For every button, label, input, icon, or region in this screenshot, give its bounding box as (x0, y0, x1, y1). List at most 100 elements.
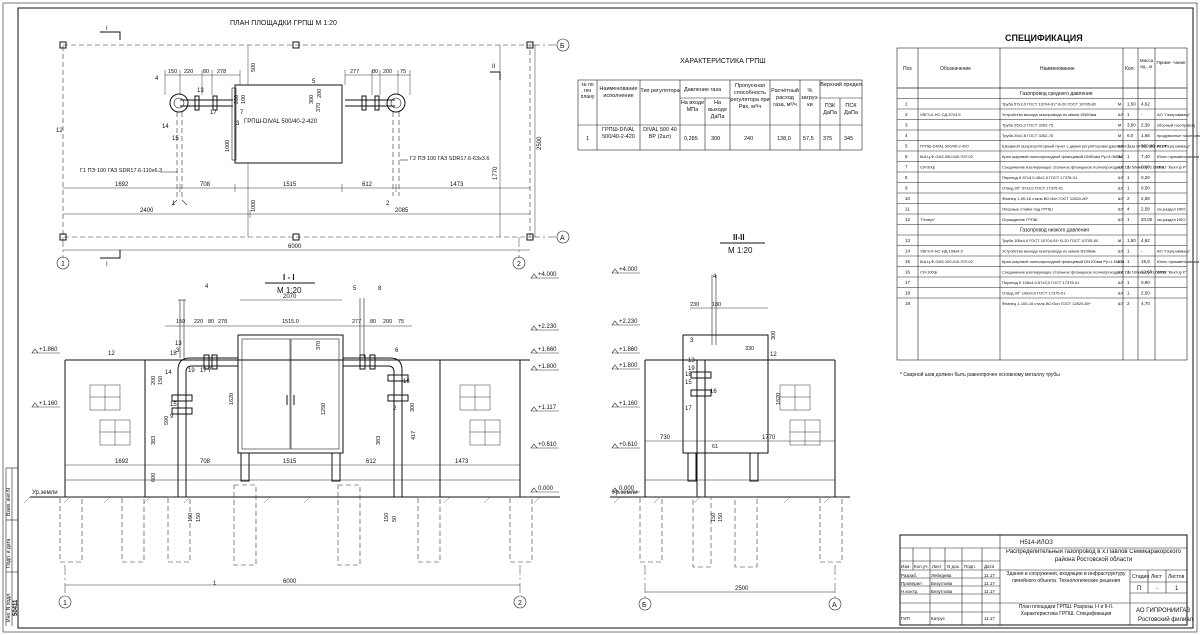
spec-cell: шт (1118, 217, 1124, 222)
plan-marker-7: 7 (240, 110, 244, 116)
spec-cell: Труба 25х3,2 ГОСТ 3262-75 (1002, 123, 1054, 128)
sec1-dim-v8: 600 (151, 473, 157, 482)
spec-cell: Кран шаровой полнопроходной фланцевый DN… (1002, 154, 1123, 159)
plan-dim-b2: 708 (200, 182, 211, 188)
spec-h-qty: Кол. (1125, 66, 1135, 72)
spec-cell: 15 (905, 259, 911, 264)
plan-dim-t4: 278 (217, 69, 226, 75)
sec2-dim-t4: 330 (745, 346, 754, 352)
spec-cell: КШ.Ц.Ф.GAS.100.016.П/П.02 (920, 259, 974, 264)
sec1-dim-v3: 370 (316, 341, 322, 350)
level-mark (530, 406, 538, 412)
spec-cell: шт (1118, 186, 1124, 191)
spec-cell: 16 (905, 270, 911, 275)
section-1: I - I М 1:20 Ур.земли (23, 272, 560, 609)
spec-cell: 2 (1127, 301, 1130, 306)
stamp-h-3: N док. (947, 564, 960, 569)
spec-cell: см.раздел ИЛО (1157, 217, 1186, 222)
spec-cell: 2 (905, 112, 908, 117)
sec1-axis-1: 1 (63, 600, 67, 607)
spec-cell: - (1141, 249, 1143, 254)
sec1-marker: 14 (165, 370, 172, 376)
sec2-dim-b2: 1770 (762, 435, 776, 441)
spec-cell: Труба 20х2,8 ГОСТ 3262-75 (1002, 133, 1054, 138)
sec1-dim-t7: 80 (370, 319, 376, 325)
spec-cell: шт (1118, 249, 1124, 254)
spec-cell: 18 (905, 291, 911, 296)
stamp-sheets-h: Листов (1168, 574, 1185, 580)
spec-cell: 9 (905, 186, 908, 191)
char-title: ХАРАКТЕРИСТИКА ГРПШ (680, 58, 766, 65)
plan-section-i-bottom: I (106, 262, 108, 268)
drawing-frame (17, 7, 1194, 629)
sec2-marker: 15 (685, 380, 692, 386)
level-mark (31, 348, 39, 354)
plan-dim-v8: 100 (241, 95, 247, 104)
level-mark (611, 348, 619, 354)
spec-cell: м (1118, 133, 1121, 138)
sec2-axis-b: Б (642, 602, 647, 609)
spec-cell: 2,39 (1141, 123, 1150, 128)
stamp-sheet-title: План площадки ГРПШ. Разрезы I-I и II-II.… (1018, 604, 1114, 617)
plan-dim-t3: 80 (203, 69, 209, 75)
sec2-marker: 17 (685, 406, 692, 412)
spec-cell: ООО "Вектор Р" (1157, 165, 1188, 170)
char-r-psk: 345 (844, 136, 853, 142)
plan-section-i-top: I (106, 26, 108, 32)
spec-cell: Фланец 1-100-16 сталь ВСт3сп ГОСТ 12820-… (1002, 301, 1091, 306)
sec2-marker: 18 (685, 372, 692, 378)
char-r-num: 1 (586, 136, 589, 142)
stamp-h-2: Лист (932, 564, 942, 569)
stamp-sheet-h: Лист (1151, 574, 1163, 580)
spec-cell: 3,00 (1127, 123, 1136, 128)
sec2-dim-t1: 230 (690, 302, 699, 308)
spec-cell: 1,50 (1127, 102, 1136, 107)
spec-cell: м (1118, 123, 1121, 128)
spec-cell: "Гелеух" (920, 217, 936, 222)
char-r-throughput: 240 (744, 136, 753, 142)
sec1-marker: 6 (395, 348, 399, 354)
spec-cell: 6 (905, 154, 908, 159)
sec2-dim-v2: 150 (711, 513, 717, 522)
plan-height-right: 2500 (537, 136, 543, 150)
spec-cell: 7,40 (1141, 154, 1150, 159)
plan-marker-3: 3 (236, 121, 240, 127)
spec-cell: СИ-100ф (920, 270, 938, 275)
spec-cell: 1 (1127, 154, 1130, 159)
sec1-dim-v4: 200 (151, 376, 157, 385)
sec1-dim-v10: 417 (411, 431, 417, 440)
sec2-overall: 2500 (735, 586, 749, 592)
spec-cell: 13 (905, 238, 911, 243)
plan-dim-v3: 1000 (225, 140, 231, 152)
plan-dim-l2: 2085 (395, 208, 409, 214)
stamp-person-3: Катрус (931, 616, 946, 621)
spec-cell: шт (1118, 280, 1124, 285)
site-plan: ПЛАН ПЛОЩАДКИ ГРПШ М 1:20 ГРПШ-DIVAL 500… (56, 20, 570, 270)
spec-cell: сборный газопровод (1157, 123, 1196, 128)
spec-cell: 1 (1127, 186, 1130, 191)
sec2-dim-b1: 730 (660, 435, 671, 441)
sec2-title: II-II (733, 233, 745, 242)
characteristics-table: ХАРАКТЕРИСТИКА ГРПШ № по ген плану Наиме… (577, 58, 863, 151)
spec-cell: см.раздел ИЛО (1157, 207, 1186, 212)
sec1-dim-b1: 1692 (115, 459, 129, 465)
spec-cell: 1 (1127, 249, 1130, 254)
char-r-name: ГРПШ-DIVAL 500/40-2-420 (602, 127, 635, 140)
level-mark (31, 402, 39, 408)
stamp-date-0: 11.17 (984, 573, 995, 578)
spec-cell: Шкафной газорегуляторный пункт с двумя р… (1002, 144, 1168, 149)
sec1-level: +1.160 (39, 401, 58, 407)
char-h-psk: ПСК ДаПа (844, 103, 858, 116)
spec-group: Газопровод низкого давления (1020, 228, 1089, 234)
level-mark (530, 348, 538, 354)
stamp-stage-h: Стадия (1132, 574, 1149, 580)
plan-riser-out (386, 93, 406, 113)
spec-cell: шт (1118, 165, 1124, 170)
level-mark (530, 443, 538, 449)
spec-h-code: Обозначение (940, 66, 971, 72)
stamp-date-1: 11.17 (984, 581, 995, 586)
sec2-level: +1.860 (619, 347, 638, 353)
sec1-dim-t3: 80 (208, 319, 214, 325)
